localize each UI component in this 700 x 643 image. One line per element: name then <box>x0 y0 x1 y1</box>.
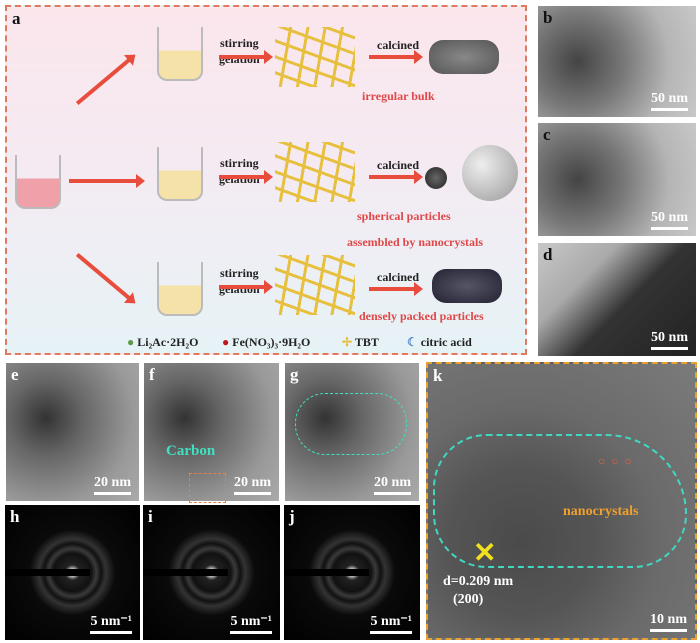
d-spacing-label: d=0.209 nm <box>443 574 514 589</box>
panel-label: b <box>543 8 553 27</box>
arrow-icon <box>369 50 423 64</box>
beaker-icon <box>157 262 203 316</box>
arrow-icon <box>219 170 273 184</box>
beam-stopper <box>5 569 90 576</box>
panel-a-schematic: a stirring gelation calcined irregular bu… <box>5 5 527 355</box>
gelation-label: gelation <box>219 52 260 66</box>
arrow-icon <box>75 56 133 106</box>
legend-text: Li₂Ac·2H₂O <box>137 335 199 349</box>
gel-network-icon <box>275 255 355 315</box>
gelation-label: gelation <box>219 282 260 296</box>
legend-text: Fe(NO₃)₃·9H₂O <box>232 335 311 349</box>
scale-bar: 10 nm <box>650 612 687 632</box>
tbt-icon: ✢ <box>342 335 353 349</box>
packed-particles-icon <box>432 269 502 303</box>
arrow-icon <box>219 50 273 64</box>
scale-bar: 50 nm <box>651 91 688 111</box>
step-label: stirring gelation <box>219 155 260 187</box>
legend-item: ☾ citric acid <box>407 335 472 350</box>
green-sphere-icon: ● <box>127 335 135 349</box>
red-sphere-icon: ● <box>222 335 230 349</box>
scale-bar: 20 nm <box>374 475 411 495</box>
calcined-label: calcined <box>377 158 419 172</box>
arrow-icon <box>219 280 273 294</box>
beaker-icon <box>157 147 203 201</box>
gelation-label: gelation <box>219 172 260 186</box>
nanocrystal-sphere-icon <box>462 145 518 201</box>
step-label: stirring gelation <box>219 265 260 297</box>
arrow-icon <box>75 252 133 302</box>
panel-label: k <box>433 366 443 385</box>
panel-label: c <box>543 125 551 144</box>
scale-bar: 20 nm <box>94 475 131 495</box>
gel-network-icon <box>275 27 355 87</box>
tem-image-d: d 50 nm <box>537 242 697 357</box>
beam-stopper <box>143 569 228 576</box>
arrow-icon <box>69 174 145 188</box>
panel-label: f <box>149 365 155 384</box>
nanocrystals-annotation: nanocrystals <box>563 504 639 519</box>
scale-bar: 20 nm <box>234 475 271 495</box>
panel-label: d <box>543 245 553 264</box>
legend-item: ● Li₂Ac·2H₂O <box>127 335 198 350</box>
plane-label: (200) <box>453 592 484 607</box>
panel-label: e <box>11 365 19 384</box>
tem-image-b: b 50 nm <box>537 5 697 118</box>
panel-label: g <box>290 365 299 384</box>
carbon-annotation: Carbon <box>166 443 216 459</box>
calcined-label: calcined <box>377 270 419 284</box>
bulk-product-icon <box>429 40 499 74</box>
highlight-box <box>189 473 226 503</box>
sphere-icon <box>425 167 447 189</box>
panel-label: a <box>12 9 21 28</box>
tem-image-f: f Carbon 20 nm <box>143 362 280 503</box>
legend-text: citric acid <box>420 335 472 349</box>
legend-item: ✢ TBT <box>342 335 379 350</box>
step-label: stirring gelation <box>219 35 260 67</box>
scale-bar: 5 nm⁻¹ <box>230 613 272 634</box>
saed-pattern-i: i 5 nm⁻¹ <box>143 505 280 640</box>
start-beaker-icon <box>15 155 61 209</box>
tem-image-g: g 20 nm <box>284 362 420 502</box>
panel-label: h <box>10 507 20 526</box>
calcined-label: calcined <box>377 38 419 52</box>
gel-network-icon <box>275 142 355 202</box>
saed-pattern-j: j 5 nm⁻¹ <box>284 505 420 640</box>
crystal-markers: ○○○ <box>598 454 638 468</box>
scale-bar: 50 nm <box>651 330 688 350</box>
stirring-label: stirring <box>220 156 259 170</box>
stirring-label: stirring <box>220 266 259 280</box>
lattice-cross-icon: ✕ <box>473 538 497 569</box>
hrtem-image-k: k nanocrystals ○○○ ✕ d=0.209 nm (200) 10… <box>426 362 697 640</box>
beaker-icon <box>157 27 203 81</box>
result-label: densely packed particles <box>359 309 484 323</box>
panel-label: i <box>148 507 153 526</box>
arrow-icon <box>369 170 423 184</box>
stirring-label: stirring <box>220 36 259 50</box>
crescent-icon: ☾ <box>407 335 418 349</box>
nanocrystal-outline <box>433 434 687 568</box>
tem-image-e: e 20 nm <box>5 362 140 502</box>
result-label: irregular bulk <box>362 89 435 103</box>
scale-bar: 50 nm <box>651 210 688 230</box>
result-label: spherical particles <box>357 209 451 223</box>
tem-image-c: c 50 nm <box>537 122 697 237</box>
scale-bar: 5 nm⁻¹ <box>90 613 132 634</box>
panel-label: j <box>289 507 295 526</box>
carbon-outline <box>295 393 407 455</box>
legend-text: TBT <box>354 335 379 349</box>
beam-stopper <box>284 569 369 576</box>
arrow-icon <box>369 282 423 296</box>
result-label: assembled by nanocrystals <box>347 235 484 249</box>
legend-item: ● Fe(NO₃)₃·9H₂O <box>222 335 310 350</box>
scale-bar: 5 nm⁻¹ <box>370 613 412 634</box>
saed-pattern-h: h 5 nm⁻¹ <box>5 505 140 640</box>
